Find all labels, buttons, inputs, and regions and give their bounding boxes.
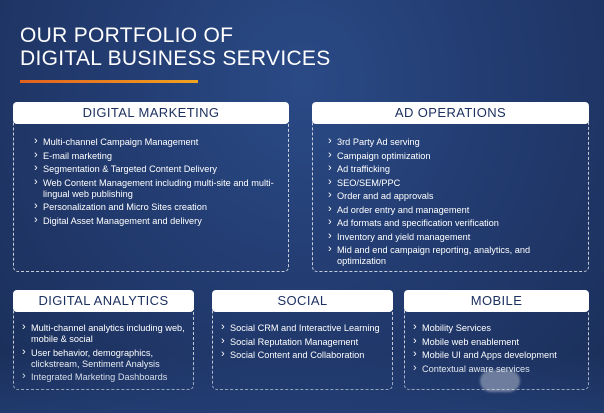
list-item: Digital Asset Management and delivery [34, 215, 274, 227]
panel-heading-digital-marketing: DIGITAL MARKETING [13, 102, 289, 124]
list-item: Ad formats and specification verificatio… [328, 217, 578, 229]
list-item: Multi-channel analytics including web, m… [22, 322, 187, 345]
title-accent-bar [20, 80, 198, 83]
panel-heading-digital-analytics: DIGITAL ANALYTICS [13, 290, 194, 312]
panel-heading-mobile: MOBILE [404, 290, 589, 312]
page-title: OUR PORTFOLIO OF DIGITAL BUSINESS SERVIC… [20, 24, 331, 70]
list-item: Segmentation & Targeted Content Delivery [34, 163, 274, 175]
list-digital-marketing: Multi-channel Campaign ManagementE-mail … [34, 136, 274, 229]
panel-digital-marketing: DIGITAL MARKETING Multi-channel Campaign… [13, 102, 289, 272]
title-line-1: OUR PORTFOLIO OF [20, 24, 234, 47]
bottom-glow [0, 353, 604, 413]
list-item: Inventory and yield management [328, 231, 578, 243]
list-item: Web Content Management including multi-s… [34, 177, 274, 200]
list-item: Social Reputation Management [221, 336, 386, 348]
list-item: Multi-channel Campaign Management [34, 136, 274, 148]
list-item: Mid and end campaign reporting, analytic… [328, 244, 578, 267]
cloud-icon [480, 370, 520, 392]
list-item: Ad order entry and management [328, 204, 578, 216]
panel-heading-ad-operations: AD OPERATIONS [312, 102, 589, 124]
list-item: 3rd Party Ad serving [328, 136, 578, 148]
list-item: Campaign optimization [328, 150, 578, 162]
list-item: Mobile web enablement [413, 336, 583, 348]
list-ad-operations: 3rd Party Ad servingCampaign optimizatio… [328, 136, 578, 270]
list-item: Social CRM and Interactive Learning [221, 322, 386, 334]
panel-ad-operations: AD OPERATIONS 3rd Party Ad servingCampai… [312, 102, 589, 272]
title-line-2: DIGITAL BUSINESS SERVICES [20, 47, 331, 70]
list-item: Order and ad approvals [328, 190, 578, 202]
list-item: Ad trafficking [328, 163, 578, 175]
list-item: SEO/SEM/PPC [328, 177, 578, 189]
list-item: E-mail marketing [34, 150, 274, 162]
list-item: Mobility Services [413, 322, 583, 334]
panel-heading-social: SOCIAL [212, 290, 393, 312]
list-item: Personalization and Micro Sites creation [34, 201, 274, 213]
